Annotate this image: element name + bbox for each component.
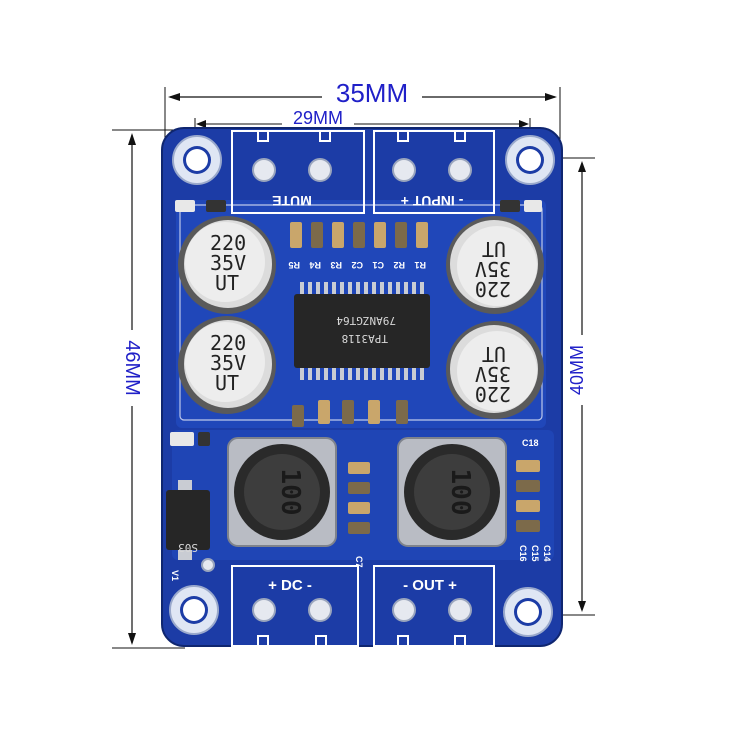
silk-v1: V1 — [170, 570, 180, 581]
smd-parts-right-column: C18 C16 C15 C14 — [516, 438, 552, 562]
smd-resistor-row-top: R5 R4 R3 C2 C1 R2 R1 — [288, 222, 428, 270]
inner-height-label: 40MM — [567, 345, 587, 395]
silk-r5: R5 — [288, 260, 300, 270]
inductor-left: 100 — [227, 437, 337, 547]
capacitor-bottom-right: 220 35V UT — [446, 321, 544, 419]
inductor-1-label: 100 — [275, 469, 305, 516]
terminal-out: - OUT + — [373, 565, 495, 647]
capacitor-2-line1: 220 — [210, 331, 246, 355]
capacitor-1-line2: 35V — [210, 251, 246, 275]
capacitor-top-left: 220 35V UT — [178, 216, 276, 314]
silk-r3: R3 — [330, 260, 342, 270]
out-label: - OUT + — [403, 577, 457, 594]
mounting-hole-top-right — [505, 135, 555, 185]
capacitor-3-line3: UT — [482, 237, 506, 261]
dc-label: + DC - — [268, 577, 312, 594]
overall-height-label: 46MM — [121, 340, 143, 396]
smd-parts-middle — [170, 400, 408, 446]
silk-r4: R4 — [309, 260, 321, 270]
silk-c16: C16 — [518, 545, 528, 562]
capacitor-2-line3: UT — [215, 371, 239, 395]
dimension-inner-height: 40MM — [540, 157, 596, 616]
capacitor-4-line3: UT — [482, 342, 506, 366]
input-label: - INPUT + — [401, 193, 464, 209]
smd-parts-top-corners — [175, 200, 542, 212]
capacitor-3-line1: 220 — [475, 277, 511, 301]
silk-c7: C7 — [354, 556, 364, 568]
inductor-2-label: 100 — [445, 469, 475, 516]
capacitor-bottom-left: 220 35V UT — [178, 316, 276, 414]
terminal-dc: + DC - — [231, 565, 359, 647]
silk-r1: R1 — [414, 260, 426, 270]
capacitor-4-line2: 35V — [475, 362, 511, 386]
diode-label: S03 — [178, 541, 198, 554]
silk-c18: C18 — [522, 438, 539, 448]
inner-width-label: 29MM — [293, 108, 343, 128]
mounting-hole-bottom-left — [169, 585, 219, 635]
capacitor-top-right: 220 35V UT — [446, 216, 544, 314]
capacitor-2-line2: 35V — [210, 351, 246, 375]
capacitor-4-line1: 220 — [475, 382, 511, 406]
smd-parts-center-column: C7 — [348, 462, 370, 568]
silk-r2: R2 — [393, 260, 405, 270]
capacitor-1-line1: 220 — [210, 231, 246, 255]
silk-c2: C2 — [351, 260, 363, 270]
silk-c15: C15 — [530, 545, 540, 562]
overall-width-label: 35MM — [336, 78, 408, 108]
chip-line1: TPA3118 — [342, 332, 388, 345]
silk-c1: C1 — [372, 260, 384, 270]
chip-line2: 79ANZGT64 — [336, 314, 396, 327]
mounting-hole-top-left — [172, 135, 222, 185]
mute-label: MUTE — [272, 193, 312, 209]
diode: S03 V1 — [166, 480, 215, 581]
dimension-overall-height: 46MM — [112, 129, 185, 649]
amplifier-chip: TPA3118 79ANZGT64 — [294, 282, 430, 380]
inductor-right: 100 — [397, 437, 507, 547]
terminal-mute: MUTE — [231, 130, 365, 214]
terminal-input: - INPUT + — [373, 130, 495, 214]
silk-c14: C14 — [542, 545, 552, 562]
dimension-overall-width: 35MM — [164, 78, 561, 160]
capacitor-3-line2: 35V — [475, 257, 511, 281]
capacitor-1-line3: UT — [215, 271, 239, 295]
mounting-hole-bottom-right — [503, 587, 553, 637]
